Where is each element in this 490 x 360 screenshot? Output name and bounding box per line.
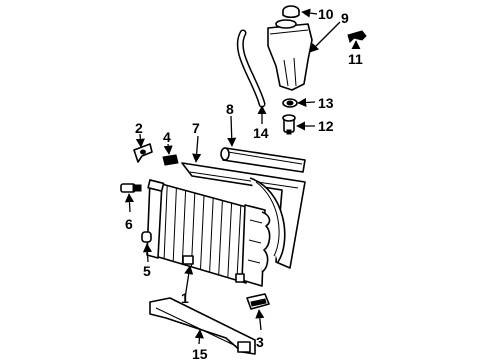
callout-11: 11 [348,51,363,67]
callout-labels: 1 2 3 4 5 6 7 8 9 10 11 12 13 14 15 [125,6,363,360]
callout-8: 8 [226,101,234,117]
radiator-fin-line [163,185,168,259]
seal-strip [220,147,306,173]
callout-4: 4 [163,129,171,145]
drain-plug [141,231,152,243]
temp-switch [120,183,142,193]
expansion-tank [267,19,313,91]
lower-support [149,297,256,355]
tank-cap [282,5,300,19]
radiator-fin-line [218,200,223,275]
leader-lines [124,8,361,345]
callout-7: 7 [192,120,200,136]
callout-14: 14 [253,125,269,141]
radiator-fin-line [200,195,205,270]
callout-15: 15 [192,346,208,360]
overflow-hose [236,29,266,108]
radiator-fin-line [209,197,214,273]
radiator-fin-line [172,187,177,262]
callout-1: 1 [181,290,189,306]
callout-3: 3 [256,334,264,350]
radiator-fin-line [227,202,233,278]
radiator-fin-line [190,192,196,267]
level-sensor [282,114,296,135]
callout-12: 12 [318,118,334,134]
callout-6: 6 [125,216,133,232]
grommet [282,98,298,108]
radiator-fin-line [181,190,187,265]
radiator-fin-line [236,205,242,281]
callout-5: 5 [143,263,151,279]
radiator [146,179,271,287]
callout-9: 9 [341,10,349,26]
tank-bracket [347,30,367,43]
callout-13: 13 [318,95,334,111]
callout-2: 2 [135,120,143,136]
lower-mount [246,293,270,310]
retainer [162,154,179,166]
clip [133,143,153,163]
callout-10: 10 [318,6,334,22]
